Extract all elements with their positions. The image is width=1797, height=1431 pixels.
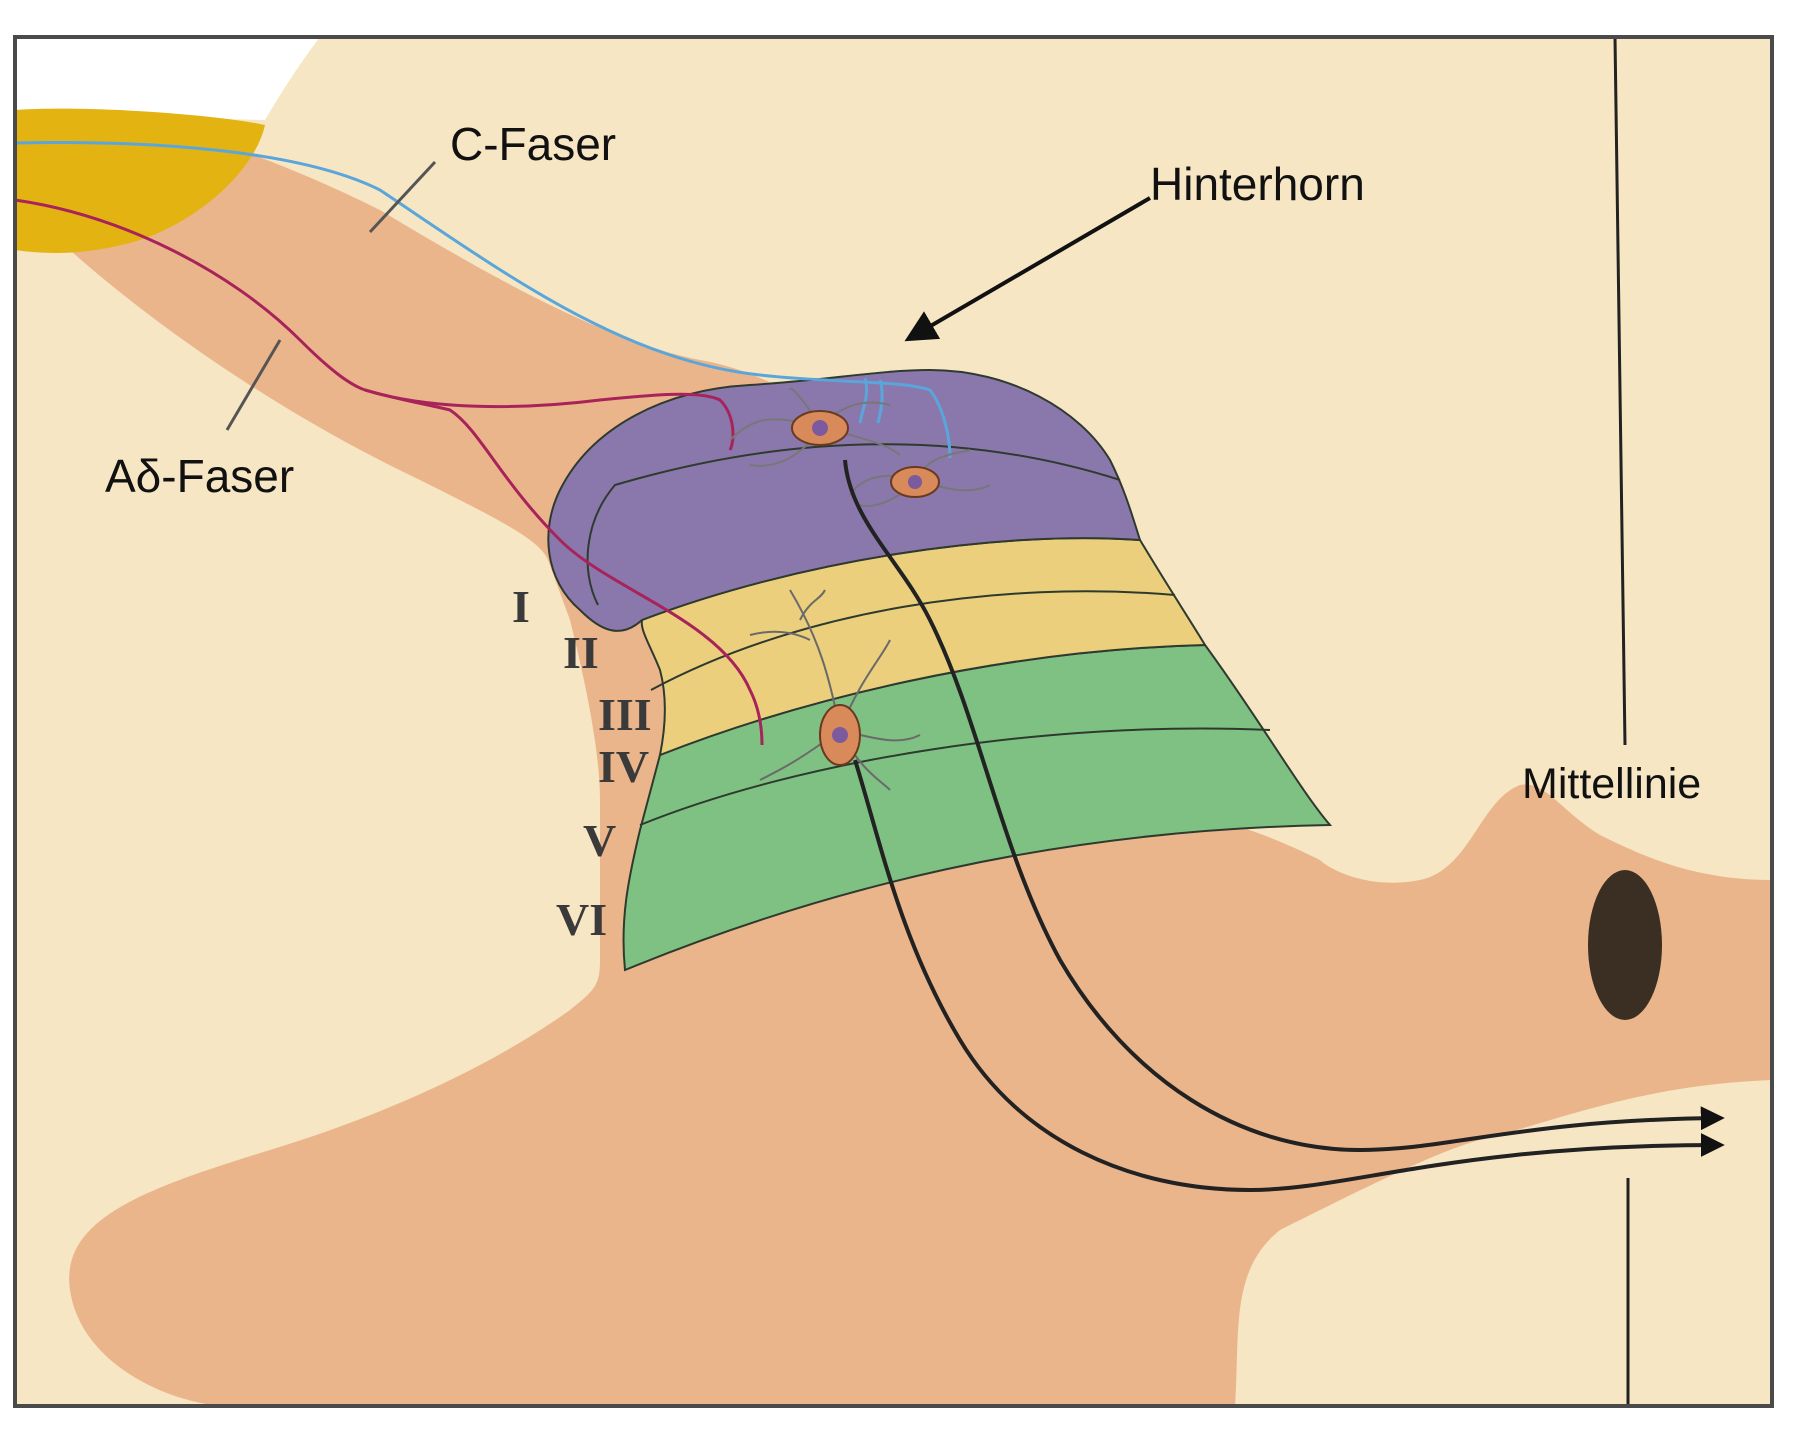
c-fiber-leader <box>368 160 437 234</box>
midline-label: Mittellinie <box>1522 760 1701 808</box>
neuron-lamina-iv <box>749 589 921 791</box>
dorsal-horn-arrow <box>904 196 1152 342</box>
a-delta-fiber <box>14 198 764 746</box>
a-delta-fiber-label: Aδ-Faser <box>105 450 294 502</box>
projection-axon-1 <box>843 459 1725 1153</box>
midline-upper <box>1613 36 1627 746</box>
central-canal <box>1588 870 1662 1020</box>
lamina-boundaries <box>586 443 1271 826</box>
lamina-label-ii: II <box>563 627 599 678</box>
dorsal-root-ganglion <box>15 108 265 253</box>
lamina-label-iii: III <box>598 689 652 740</box>
lamina-label-v: V <box>583 815 616 866</box>
lamina-v-vi <box>622 643 1333 972</box>
projection-axon-2 <box>853 759 1725 1193</box>
lamina-i-ii <box>547 368 1142 632</box>
lamina-label-i: I <box>512 581 530 632</box>
white-corner <box>15 37 320 120</box>
lamina-label-vi: VI <box>556 894 607 945</box>
neuron-lamina-ii <box>849 449 991 508</box>
dorsal-horn-label: Hinterhorn <box>1150 158 1365 210</box>
diagram-frame <box>13 35 1774 1408</box>
neuron-lamina-i <box>729 387 901 467</box>
projection-axons <box>843 459 1725 1193</box>
c-fiber-label: C-Faser <box>450 118 616 170</box>
a-delta-fiber-leader <box>225 339 282 431</box>
lamina-label-iv: IV <box>598 741 649 792</box>
